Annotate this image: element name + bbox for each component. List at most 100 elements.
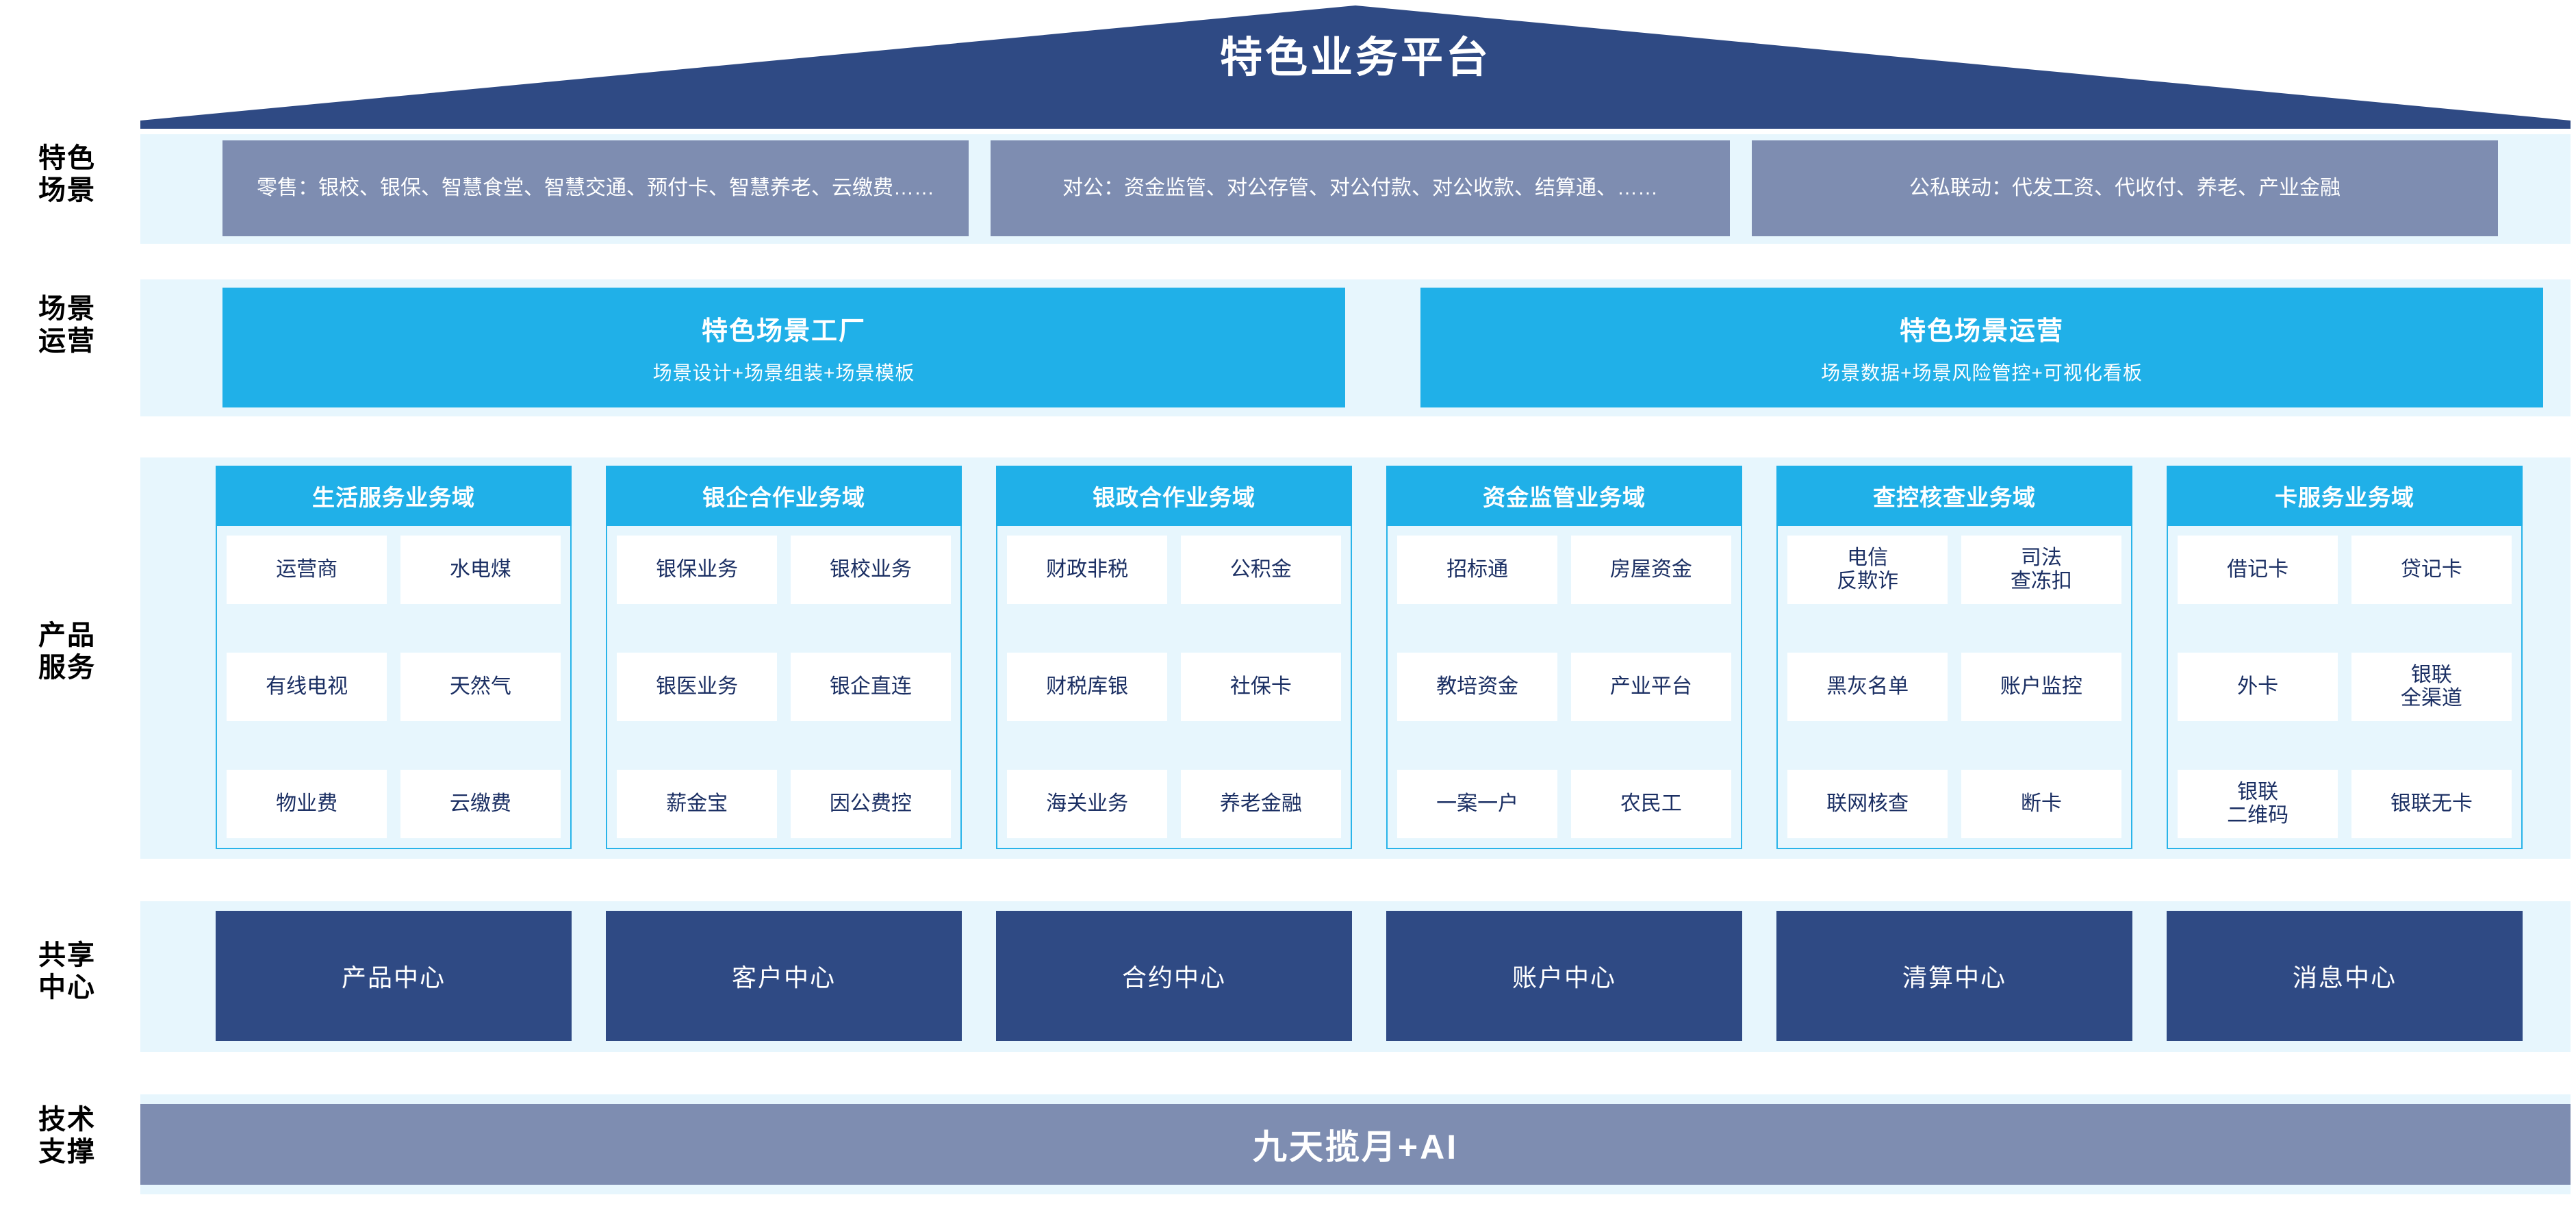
product-cell[interactable]: 银联无卡 <box>2351 770 2512 838</box>
product-cell[interactable]: 天然气 <box>400 653 561 721</box>
rail-label-products-line1: 产品 <box>38 620 96 651</box>
rail-label-operations: 场景 运营 <box>0 293 134 357</box>
operation-title-scene-factory: 特色场景工厂 <box>701 317 866 346</box>
product-domain-title: 卡服务业务域 <box>2167 466 2523 526</box>
product-domain-bank-enterprise[interactable]: 银企合作业务域 银保业务 银校业务 银医业务 银企直连 薪金宝 因公费控 <box>606 466 962 849</box>
product-domain-body: 银保业务 银校业务 银医业务 银企直连 薪金宝 因公费控 <box>606 526 962 849</box>
product-cell[interactable]: 因公费控 <box>790 770 951 838</box>
product-domain-body: 借记卡 贷记卡 外卡 银联全渠道 银联二维码 银联无卡 <box>2167 526 2523 849</box>
product-cell-row: 招标通 房屋资金 <box>1397 536 1731 604</box>
rail-label-shared-centers-line1: 共享 <box>38 940 96 970</box>
product-cell[interactable]: 借记卡 <box>2178 536 2338 604</box>
product-cell-row: 外卡 银联全渠道 <box>2178 653 2512 721</box>
product-domain-life-service[interactable]: 生活服务业务域 运营商 水电煤 有线电视 天然气 物业费 云缴费 <box>216 466 572 849</box>
roof-shape <box>140 5 2571 129</box>
tech-support-bar[interactable]: 九天揽月+AI <box>140 1104 2571 1185</box>
product-cell[interactable]: 账户监控 <box>1961 653 2121 721</box>
product-cell[interactable]: 社保卡 <box>1180 653 1341 721</box>
product-domain-body: 招标通 房屋资金 教培资金 产业平台 一案一户 农民工 <box>1386 526 1742 849</box>
product-cell[interactable]: 银企直连 <box>790 653 951 721</box>
shared-center-account[interactable]: 账户中心 <box>1386 911 1742 1041</box>
page-title: 特色业务平台 <box>1219 34 1491 81</box>
rail-label-scenes: 特色 场景 <box>0 142 134 207</box>
platform-roof: 特色业务平台 <box>140 5 2571 129</box>
product-cell-row: 有线电视 天然气 <box>227 653 561 721</box>
rail-label-products-line2: 服务 <box>38 653 96 683</box>
shared-center-customer[interactable]: 客户中心 <box>606 911 962 1041</box>
product-cell[interactable]: 银医业务 <box>617 653 778 721</box>
product-cell-row: 银联二维码 银联无卡 <box>2178 770 2512 838</box>
product-cell[interactable]: 公积金 <box>1180 536 1341 604</box>
product-domain-investigation-control[interactable]: 查控核查业务域 电信反欺诈 司法查冻扣 黑灰名单 账户监控 联网核查 断卡 <box>1776 466 2132 849</box>
product-cell-row: 运营商 水电煤 <box>227 536 561 604</box>
operation-title-scene-operation: 特色场景运营 <box>1899 317 2064 346</box>
product-cell[interactable]: 银联二维码 <box>2178 770 2338 838</box>
product-cell[interactable]: 农民工 <box>1570 770 1731 838</box>
product-cell-row: 借记卡 贷记卡 <box>2178 536 2512 604</box>
product-domain-body: 运营商 水电煤 有线电视 天然气 物业费 云缴费 <box>216 526 572 849</box>
operation-subtitle-scene-factory: 场景设计+场景组装+场景模板 <box>652 362 915 384</box>
rail-label-tech-support-line2: 支撑 <box>38 1137 96 1168</box>
product-cell[interactable]: 银保业务 <box>617 536 778 604</box>
product-cell[interactable]: 外卡 <box>2178 653 2338 721</box>
product-domain-title: 银政合作业务域 <box>996 466 1352 526</box>
product-cell-row: 黑灰名单 账户监控 <box>1787 653 2121 721</box>
product-cell[interactable]: 房屋资金 <box>1570 536 1731 604</box>
product-cell[interactable]: 一案一户 <box>1397 770 1558 838</box>
product-cell[interactable]: 教培资金 <box>1397 653 1558 721</box>
product-cell[interactable]: 断卡 <box>1961 770 2121 838</box>
product-cell[interactable]: 运营商 <box>227 536 387 604</box>
shared-center-product[interactable]: 产品中心 <box>216 911 572 1041</box>
product-cell-row: 物业费 云缴费 <box>227 770 561 838</box>
rail-label-scenes-line2: 场景 <box>38 175 96 206</box>
product-cell[interactable]: 司法查冻扣 <box>1961 536 2121 604</box>
product-cell[interactable]: 海关业务 <box>1007 770 1168 838</box>
product-cell[interactable]: 贷记卡 <box>2351 536 2512 604</box>
product-cell[interactable]: 银校业务 <box>790 536 951 604</box>
product-domain-title: 查控核查业务域 <box>1776 466 2132 526</box>
product-cell-row: 银保业务 银校业务 <box>617 536 951 604</box>
scene-box-retail[interactable]: 零售：银校、银保、智慧食堂、智慧交通、预付卡、智慧养老、云缴费…… <box>222 140 969 236</box>
shared-center-settlement[interactable]: 清算中心 <box>1776 911 2132 1041</box>
product-cell-row: 银医业务 银企直连 <box>617 653 951 721</box>
product-cell[interactable]: 银联全渠道 <box>2351 653 2512 721</box>
operations-row: 特色场景工厂 场景设计+场景组装+场景模板 特色场景运营 场景数据+场景风险管控… <box>140 288 2571 407</box>
operation-box-scene-factory[interactable]: 特色场景工厂 场景设计+场景组装+场景模板 <box>222 288 1345 407</box>
scene-box-public-private[interactable]: 公私联动：代发工资、代收付、养老、产业金融 <box>1752 140 2498 236</box>
product-cell[interactable]: 招标通 <box>1397 536 1558 604</box>
rail-label-tech-support: 技术 支撑 <box>0 1104 134 1168</box>
rail-label-shared-centers-line2: 中心 <box>38 972 96 1003</box>
product-cell[interactable]: 联网核查 <box>1787 770 1948 838</box>
product-cell[interactable]: 养老金融 <box>1180 770 1341 838</box>
product-cell[interactable]: 黑灰名单 <box>1787 653 1948 721</box>
product-domain-card-service[interactable]: 卡服务业务域 借记卡 贷记卡 外卡 银联全渠道 银联二维码 银联无卡 <box>2167 466 2523 849</box>
product-cell[interactable]: 电信反欺诈 <box>1787 536 1948 604</box>
rail-label-products: 产品 服务 <box>0 620 134 684</box>
product-cell-row: 财税库银 社保卡 <box>1007 653 1341 721</box>
product-domain-title: 资金监管业务域 <box>1386 466 1742 526</box>
product-cell[interactable]: 产业平台 <box>1570 653 1731 721</box>
product-cell[interactable]: 财税库银 <box>1007 653 1168 721</box>
shared-center-contract[interactable]: 合约中心 <box>996 911 1352 1041</box>
operation-subtitle-scene-operation: 场景数据+场景风险管控+可视化看板 <box>1821 362 2143 384</box>
product-cell[interactable]: 物业费 <box>227 770 387 838</box>
product-cell[interactable]: 水电煤 <box>400 536 561 604</box>
product-cell-row: 联网核查 断卡 <box>1787 770 2121 838</box>
rail-label-scenes-line1: 特色 <box>38 143 96 173</box>
product-domain-body: 电信反欺诈 司法查冻扣 黑灰名单 账户监控 联网核查 断卡 <box>1776 526 2132 849</box>
product-cell[interactable]: 薪金宝 <box>617 770 778 838</box>
product-cell-row: 财政非税 公积金 <box>1007 536 1341 604</box>
product-domain-title: 生活服务业务域 <box>216 466 572 526</box>
product-cell[interactable]: 云缴费 <box>400 770 561 838</box>
product-domain-fund-supervision[interactable]: 资金监管业务域 招标通 房屋资金 教培资金 产业平台 一案一户 农民工 <box>1386 466 1742 849</box>
product-domains-row: 生活服务业务域 运营商 水电煤 有线电视 天然气 物业费 云缴费 银企合作业务域 <box>140 466 2571 849</box>
scene-box-corporate[interactable]: 对公：资金监管、对公存管、对公付款、对公收款、结算通、…… <box>991 140 1730 236</box>
product-cell-row: 电信反欺诈 司法查冻扣 <box>1787 536 2121 604</box>
operation-box-scene-operation[interactable]: 特色场景运营 场景数据+场景风险管控+可视化看板 <box>1420 288 2543 407</box>
product-cell[interactable]: 有线电视 <box>227 653 387 721</box>
shared-center-message[interactable]: 消息中心 <box>2167 911 2523 1041</box>
product-domain-bank-government[interactable]: 银政合作业务域 财政非税 公积金 财税库银 社保卡 海关业务 养老金融 <box>996 466 1352 849</box>
product-cell[interactable]: 财政非税 <box>1007 536 1168 604</box>
rail-label-operations-line1: 场景 <box>38 294 96 324</box>
